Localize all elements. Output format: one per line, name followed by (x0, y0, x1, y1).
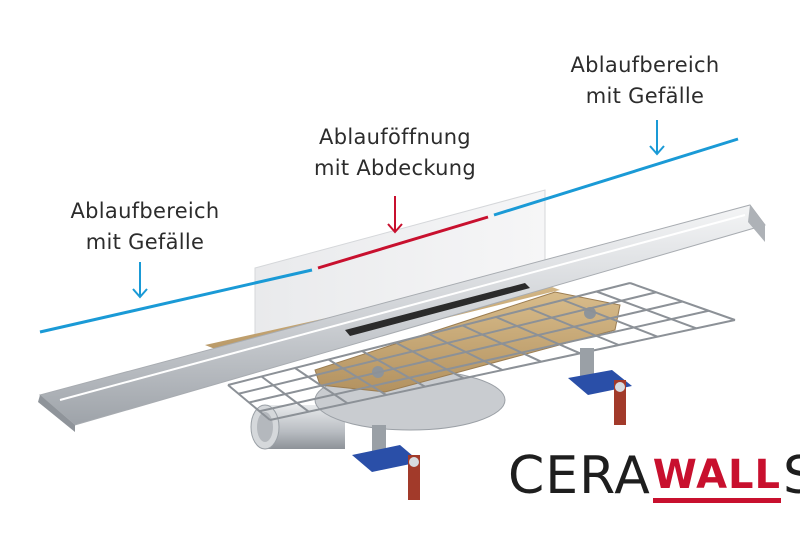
label-drain-opening: Ablauföffnung mit Abdeckung (270, 122, 520, 184)
logo-prefix: CERA (508, 446, 651, 506)
drain-channel-front-lip (38, 395, 75, 432)
mesh-wire (238, 291, 657, 395)
drain-channel-end-cap (748, 205, 765, 242)
mesh-wire (259, 309, 709, 413)
mesh-wire (248, 300, 683, 404)
drain-area-line-left (39, 268, 313, 334)
label-line: mit Gefälle (585, 84, 705, 108)
drain-slot (345, 283, 530, 336)
label-drain-area-right: Ablaufbereich mit Gefälle (530, 50, 760, 112)
label-line: Ablaufbereich (570, 53, 720, 77)
label-line: Ablauföffnung (319, 125, 471, 149)
label-line: Ablaufbereich (70, 199, 220, 223)
label-line: mit Gefälle (85, 230, 205, 254)
mesh-wire (227, 282, 631, 386)
arrow-down-icon (387, 196, 403, 234)
arrow-down-icon (649, 120, 665, 156)
logo-suffix: S (783, 446, 800, 506)
brand-logo: CERAWALLS (508, 446, 800, 506)
drain-area-line-right (493, 137, 739, 217)
mesh-wire (269, 319, 736, 421)
adjustable-foot-right (568, 348, 632, 425)
label-line: mit Abdeckung (313, 156, 477, 180)
logo-highlight: WALL (652, 452, 782, 503)
drain-channel-highlight (59, 214, 746, 401)
drain-opening-line (317, 215, 489, 270)
adjustable-foot-left (352, 425, 420, 500)
label-drain-area-left: Ablaufbereich mit Gefälle (30, 196, 260, 258)
arrow-down-icon (132, 262, 148, 299)
wire-mesh (227, 282, 736, 421)
